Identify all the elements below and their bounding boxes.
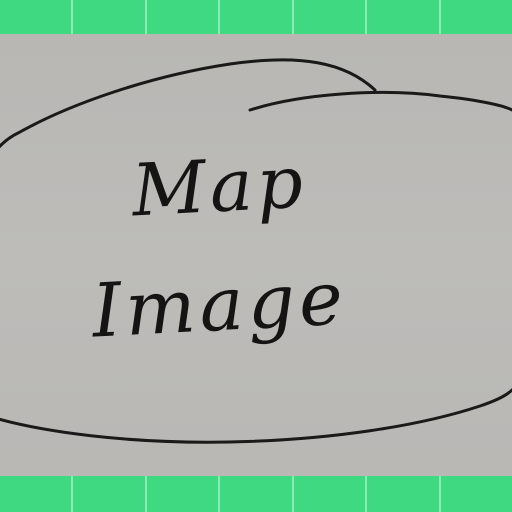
strip-cell [73,476,147,512]
paper-sketch-area: Map Image [0,34,512,476]
strip-cell [367,0,441,34]
strip-cell [367,476,441,512]
strip-cell [220,476,294,512]
strip-cell [220,0,294,34]
strip-cell [147,476,221,512]
strip-cell [441,0,512,34]
strip-cell [441,476,512,512]
hand-drawn-oval [0,58,512,444]
strip-cell [0,476,74,512]
top-green-strip [0,0,512,34]
strip-cell [294,0,368,34]
strip-cell [294,476,368,512]
strip-cell [73,0,147,34]
bottom-green-strip [0,476,512,512]
strip-cell [147,0,221,34]
strip-cell [0,0,74,34]
